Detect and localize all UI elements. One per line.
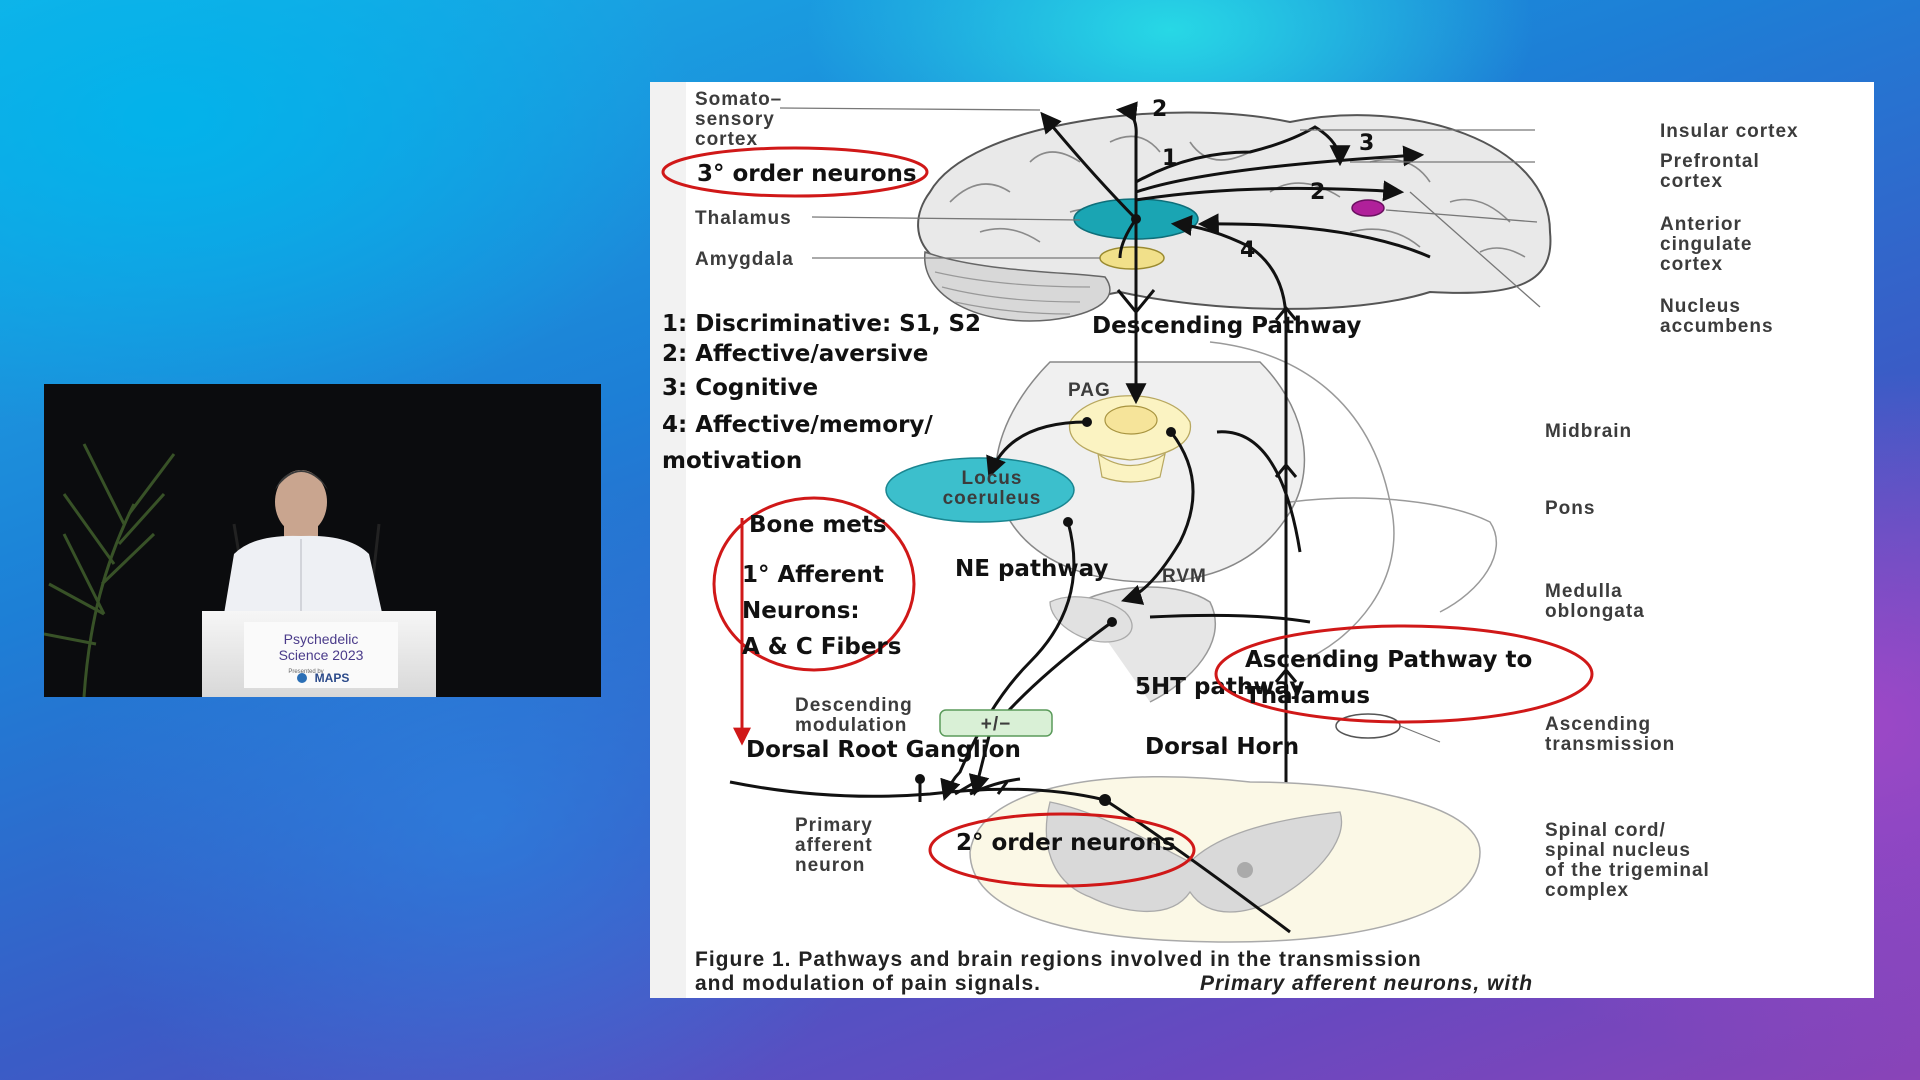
- label-descmod2: modulation: [795, 715, 907, 736]
- annotation-ne-path: NE pathway: [955, 556, 1108, 582]
- annotation-third-order: 3° order neurons: [697, 161, 917, 187]
- annotation-bone-mets: Bone mets: [749, 512, 887, 538]
- label-descmod1: Descending: [795, 695, 913, 716]
- annotation-first-aff3: A & C Fibers: [742, 634, 901, 660]
- label-asctrans1: Ascending: [1545, 714, 1651, 735]
- ascending-pathway: [1170, 214, 1298, 922]
- annotation-asc-path1: Ascending Pathway to: [1245, 647, 1532, 673]
- caption-line1: Figure 1. Pathways and brain regions inv…: [695, 948, 1422, 971]
- label-prefrontal1: Prefrontal: [1660, 151, 1760, 172]
- legend-4a: 4: Affective/memory/: [662, 412, 933, 438]
- label-medulla2: oblongata: [1545, 601, 1645, 622]
- slide-margin: [650, 82, 686, 998]
- pain-pathway-diagram: +/− Somato–: [650, 82, 1799, 998]
- descending-arrows: [940, 222, 1311, 801]
- label-somato3: cortex: [695, 129, 758, 150]
- legend-3: 3: Cognitive: [662, 375, 818, 401]
- label-acc3: cortex: [1660, 254, 1723, 275]
- annotations: 3° order neurons 1: Discriminative: S1, …: [661, 146, 1594, 888]
- label-spinal1: Spinal cord/: [1545, 820, 1666, 841]
- label-prefrontal2: cortex: [1660, 171, 1723, 192]
- annotation-dorsal-horn: Dorsal Horn: [1145, 734, 1299, 760]
- annotation-first-aff1: 1° Afferent: [742, 562, 884, 588]
- label-somato2: sensory: [695, 109, 775, 130]
- label-acc1: Anterior: [1660, 214, 1742, 235]
- number-2b: 2: [1310, 180, 1325, 205]
- podium-line2: Science 2023: [279, 647, 364, 663]
- diagram-labels: Somato– sensory cortex Thalamus Amygdala…: [695, 89, 1799, 901]
- label-acc2: cingulate: [1660, 234, 1752, 255]
- podium-presenter: Presented by: [288, 669, 323, 675]
- amygdala-region: [1099, 246, 1165, 270]
- pathway-numbers: 2 1 3 2 4: [1152, 97, 1374, 263]
- annotation-first-aff2: Neurons:: [742, 598, 860, 624]
- label-insular: Insular cortex: [1660, 121, 1799, 142]
- circle-second-order: [928, 812, 1196, 888]
- annotation-5ht-path: 5HT pathway: [1135, 674, 1304, 700]
- label-lc1: Locus: [962, 468, 1023, 489]
- nucleus-accumbens-region: [1351, 199, 1385, 217]
- label-somato1: Somato–: [695, 89, 782, 110]
- number-4: 4: [1240, 238, 1255, 263]
- primary-afferent-path: [729, 780, 1291, 934]
- label-pons: Pons: [1545, 498, 1595, 519]
- label-spinal4: complex: [1545, 880, 1629, 901]
- circle-ascending: [1214, 624, 1594, 724]
- label-nacc1: Nucleus: [1660, 296, 1741, 317]
- cortical-arrows: [1040, 101, 1431, 259]
- label-amygdala: Amygdala: [695, 249, 794, 270]
- spinal-cord: [969, 775, 1481, 943]
- podium: Psychedelic Science 2023 Presented by MA…: [202, 611, 436, 697]
- modulation-box: [939, 709, 1053, 737]
- number-1: 1: [1162, 146, 1177, 171]
- label-asctrans2: transmission: [1545, 734, 1675, 755]
- number-2a: 2: [1152, 97, 1167, 122]
- label-paf3: neuron: [795, 855, 865, 876]
- locus-coeruleus-region: [885, 457, 1075, 523]
- label-spinal3: of the trigeminal: [1545, 860, 1710, 881]
- circle-bone-mets: [712, 496, 916, 672]
- palm-plant: [44, 443, 176, 697]
- speaker-video-frame: Psychedelic Science 2023 Presented by MA…: [44, 384, 601, 697]
- label-thalamus: Thalamus: [695, 208, 792, 229]
- label-paf2: afferent: [795, 835, 873, 856]
- label-nacc2: accumbens: [1660, 316, 1774, 337]
- caption-line2a: and modulation of pain signals.: [695, 972, 1041, 995]
- slide: +/− Somato–: [650, 82, 1874, 998]
- ascending-transmission-oval: [1335, 713, 1401, 739]
- label-lc2: coeruleus: [943, 488, 1042, 509]
- number-3: 3: [1359, 131, 1374, 156]
- label-paf1: Primary: [795, 815, 873, 836]
- label-rvm: RVM: [1162, 566, 1207, 587]
- annotation-second-order: 2° order neurons: [956, 830, 1176, 856]
- maps-logo-icon: [297, 673, 307, 683]
- label-midbrain: Midbrain: [1545, 421, 1632, 442]
- label-spinal2: spinal nucleus: [1545, 840, 1691, 861]
- annotation-asc-path2: Thalamus: [1245, 683, 1370, 709]
- plusminus-label: +/−: [981, 714, 1011, 735]
- speaker-video-panel: Psychedelic Science 2023 Presented by MA…: [44, 384, 601, 697]
- rvm-region: [1049, 596, 1133, 643]
- annotation-descending: Descending Pathway: [1092, 313, 1361, 339]
- podium-logo: MAPS: [315, 671, 350, 685]
- label-medulla1: Medulla: [1545, 581, 1623, 602]
- annotation-drg: Dorsal Root Ganglion: [746, 737, 1021, 763]
- legend-2: 2: Affective/aversive: [662, 341, 928, 367]
- leader-lines: [779, 107, 1541, 308]
- brain: [917, 111, 1552, 322]
- label-pag: PAG: [1068, 380, 1111, 401]
- circle-third-order: [661, 146, 929, 198]
- legend-1: 1: Discriminative: S1, S2: [662, 311, 981, 337]
- caption-line2b: Primary afferent neurons, with: [1200, 972, 1533, 995]
- figure-caption: Figure 1. Pathways and brain regions inv…: [695, 948, 1533, 995]
- podium-line1: Psychedelic: [284, 631, 359, 647]
- legend-4b: motivation: [662, 448, 802, 474]
